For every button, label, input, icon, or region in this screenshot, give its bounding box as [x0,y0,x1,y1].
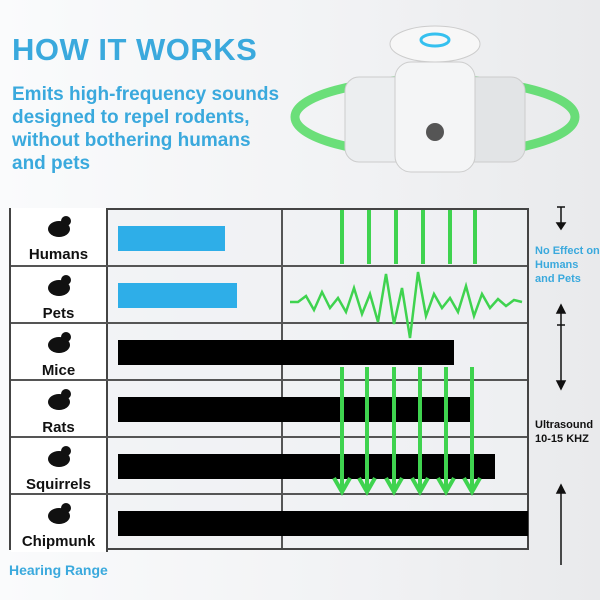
hearing-range-bar [118,511,528,536]
table-row: Squirrels [11,436,527,495]
mouse-icon [48,332,71,353]
range-arrows [555,206,567,565]
ultrasound-waves [290,210,523,497]
human-child-icon [48,216,71,237]
hearing-range-bar [118,397,471,422]
squirrel-icon [48,446,71,467]
sound-wave [290,271,523,339]
down-arrow-icon [332,367,352,497]
row-label-cell: Humans [11,208,108,265]
down-arrow-icon [384,367,404,497]
row-label: Chipmunk [21,533,96,550]
table-row: Mice [11,322,527,381]
down-arrow-icon [357,367,377,497]
row-label-cell: Rats [11,381,108,438]
rat-icon [48,389,71,410]
subtitle: Emits high-frequency sounds designed to … [12,84,280,174]
row-label-cell: Squirrels [11,438,108,495]
row-label: Humans [28,246,89,263]
row-label-cell: Pets [11,267,108,324]
down-arrow-icon [462,367,482,497]
table-row: Chipmunk [11,493,528,552]
chipmunk-icon [48,503,71,524]
ultrasound-note: Ultrasound 10-15 KHZ [535,419,594,445]
hearing-range-label: Hearing Range [9,562,108,578]
row-label: Rats [42,419,75,436]
product-device [285,22,585,182]
row-label: Pets [42,305,75,322]
hearing-range-bar [118,226,225,251]
cat-dog-icon [48,275,71,296]
down-arrow-icon [436,367,456,497]
hearing-range-bar [118,340,455,365]
row-label-cell: Mice [11,324,108,381]
table-row: Humans [11,208,527,265]
table-row: Rats [11,379,527,438]
table-row: Pets [11,265,527,324]
row-label: Squirrels [25,476,92,493]
row-label-cell: Chipmunk [11,495,108,552]
page-title: HOW IT WORKS [12,32,258,67]
down-arrow-icon [410,367,430,497]
hearing-range-bar [118,454,496,479]
hearing-range-bar [118,283,237,308]
row-label: Mice [41,362,76,379]
no-effect-note: No Effect on Humans and Pets [535,245,600,285]
